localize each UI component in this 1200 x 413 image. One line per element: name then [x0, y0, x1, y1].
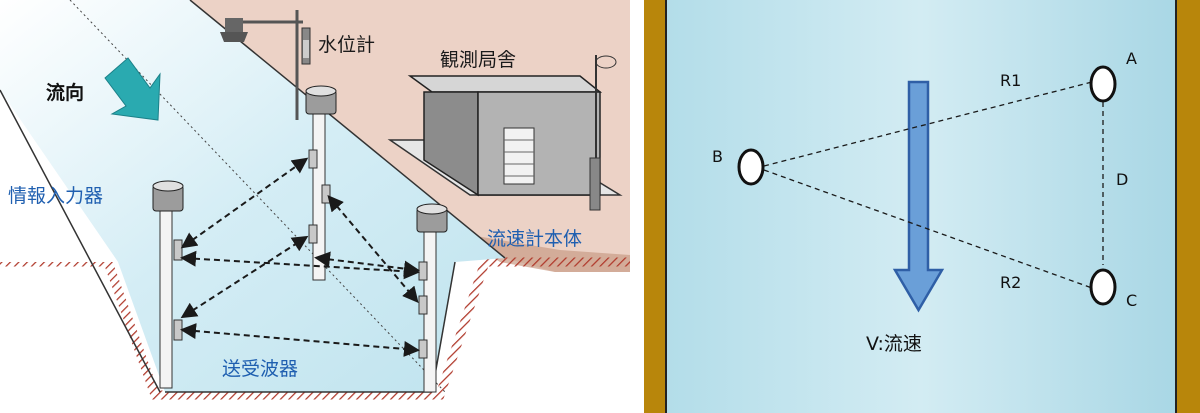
velocity-arrow	[892, 80, 945, 313]
flow-direction-label: 流向	[46, 81, 84, 104]
near-bank	[0, 90, 118, 262]
point-a-label: A	[1126, 49, 1137, 68]
far-embankment	[190, 0, 630, 272]
point-b-label: B	[712, 147, 723, 166]
transducer-a	[1089, 65, 1117, 103]
velocity-label: V:流速	[866, 333, 922, 355]
path-r1-line	[763, 81, 1093, 167]
river-installation-diagram: 流向 水位計 観測局舎 流速計本体	[0, 0, 630, 400]
transducer-b	[737, 148, 765, 186]
transducers-label: 送受波器	[222, 358, 298, 380]
flow-direction-arrow	[104, 57, 161, 121]
path-r2-line	[763, 169, 1093, 289]
water-level-gauge	[220, 10, 311, 120]
path-r2-label: R2	[1000, 273, 1021, 292]
transducer-c	[1089, 268, 1117, 306]
left-bank-wall	[644, 0, 666, 413]
meter-body-label: 流速計本体	[487, 228, 582, 250]
path-d-label: D	[1116, 170, 1128, 189]
water-level-gauge-label: 水位計	[318, 34, 375, 56]
path-r1-label: R1	[1000, 71, 1021, 90]
station-building	[387, 55, 623, 211]
point-c-label: C	[1126, 291, 1137, 310]
station-building-label: 観測局舎	[440, 49, 516, 71]
info-input-label: 情報入力器	[8, 185, 103, 207]
acoustic-paths	[180, 157, 420, 357]
transducer-pole-right	[416, 203, 448, 393]
transducer-pole-left	[152, 180, 184, 389]
transducer-pole-middle	[305, 85, 337, 281]
right-bank-wall	[1176, 0, 1200, 413]
measurement-principle-diagram: B A C R1 R2 D V:流速	[644, 0, 1200, 413]
